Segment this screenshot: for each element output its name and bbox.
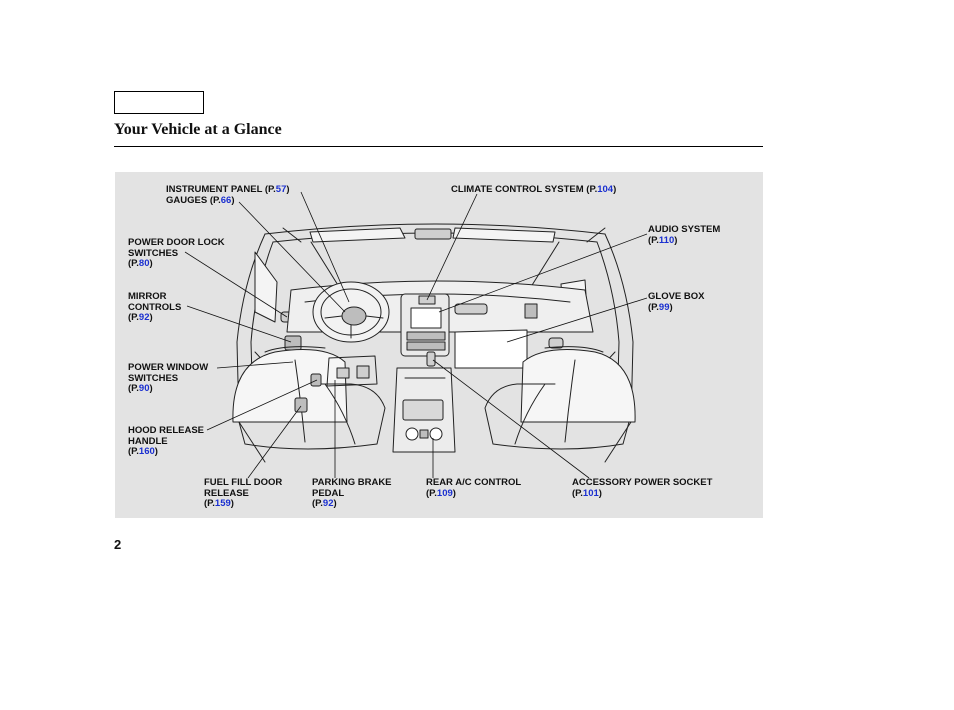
left-seat (232, 346, 386, 450)
leader-mirror-controls (186, 305, 292, 343)
right-seat (484, 346, 636, 450)
left-door (236, 233, 302, 463)
title-rule (114, 146, 763, 147)
callout-accessory-socket: ACCESSORY POWER SOCKET (P.101) (572, 477, 713, 499)
page-number: 2 (114, 537, 122, 552)
callout-gauges: GAUGES (P.66) (166, 195, 235, 206)
page-ref-hood-release[interactable]: (P.160) (128, 446, 158, 457)
page-ref-gauges[interactable]: (P.66) (209, 195, 235, 206)
callout-rear-ac: REAR A/C CONTROL (P.109) (426, 477, 522, 499)
leader-fuel-fill (247, 405, 302, 479)
page-ref-instrument-panel[interactable]: (P.57) (264, 184, 290, 195)
leader-audio-system (438, 233, 648, 313)
callout-climate-control: CLIMATE CONTROL SYSTEM (P.104) (451, 184, 617, 195)
page-ref-accessory-socket[interactable]: (P.101) (572, 487, 602, 499)
leader-accessory-socket (432, 359, 590, 479)
callout-mirror-controls: MIRROR CONTROLS (P.92) (128, 291, 182, 323)
callout-audio-system: AUDIO SYSTEM (P.110) (648, 224, 721, 246)
center-console (392, 351, 456, 453)
header-box (114, 91, 204, 114)
steering-wheel (312, 281, 390, 343)
vehicle-interior-illustration (184, 191, 648, 479)
callout-hood-release: HOOD RELEASE HANDLE (P.160) (128, 425, 205, 457)
floor-area (294, 355, 378, 413)
leader-gauges (238, 201, 346, 313)
leader-glove-box (506, 297, 648, 343)
callout-power-door-lock: POWER DOOR LOCK SWITCHES (P.80) (128, 237, 225, 269)
page-ref-parking-brake[interactable]: (P.92) (312, 498, 337, 509)
page-ref-power-window[interactable]: (P.90) (128, 383, 153, 394)
callout-parking-brake: PARKING BRAKE PEDAL (P.92) (312, 477, 392, 509)
windshield-frame (264, 223, 606, 291)
page-ref-climate-control[interactable]: (P.104) (586, 184, 617, 195)
center-stack (400, 293, 450, 357)
leader-hood-release (206, 379, 318, 431)
leader-power-window (216, 361, 294, 369)
page-ref-rear-ac[interactable]: (P.109) (426, 487, 456, 499)
callout-power-window: POWER WINDOW SWITCHES (P.90) (128, 362, 209, 394)
page-title: Your Vehicle at a Glance (114, 121, 282, 138)
page-ref-power-door-lock[interactable]: (P.80) (128, 258, 153, 269)
figure-panel: INSTRUMENT PANEL (P.57) GAUGES (P.66) CL… (115, 172, 763, 518)
page-ref-mirror-controls[interactable]: (P.92) (128, 312, 153, 323)
page-ref-audio-system[interactable]: (P.110) (648, 234, 678, 246)
page-ref-glove-box[interactable]: (P.99) (648, 301, 673, 313)
callout-glove-box: GLOVE BOX (P.99) (648, 291, 705, 313)
callout-fuel-fill: FUEL FILL DOOR RELEASE (P.159) (204, 477, 283, 509)
callout-instrument-panel: INSTRUMENT PANEL (P.57) (166, 184, 290, 195)
leader-instrument-panel (300, 191, 350, 303)
glove-box-panel (454, 329, 528, 369)
page-ref-fuel-fill[interactable]: (P.159) (204, 498, 234, 509)
leader-lines (184, 191, 648, 479)
leader-power-door-lock (184, 251, 288, 318)
leader-climate-control (426, 193, 478, 301)
